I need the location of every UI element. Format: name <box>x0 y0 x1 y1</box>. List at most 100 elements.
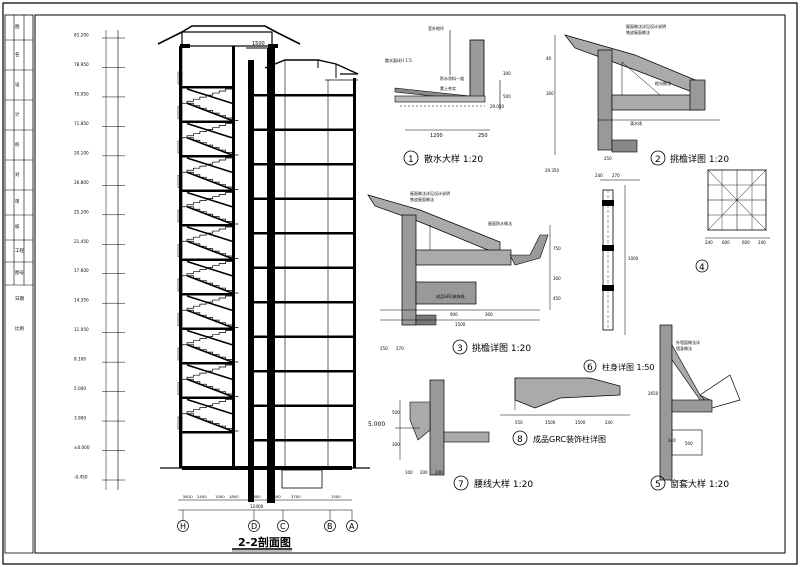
axis-label: A <box>349 522 355 531</box>
roof-dim-label: 1500 <box>252 41 265 47</box>
floor-slab <box>182 362 232 365</box>
svg-text:300: 300 <box>503 71 511 76</box>
svg-text:240: 240 <box>435 470 443 475</box>
titleblock-label: 校 <box>15 141 20 148</box>
stair-flight <box>180 364 232 380</box>
detail-5-title: 窗套大样 1:20 <box>670 478 729 490</box>
left-outer-wall <box>179 46 182 468</box>
detail-5-window-surround: 外墙面做法详 墙身做法 240 500 2650 5 窗套大样 1:20 <box>648 324 741 491</box>
svg-text:1500: 1500 <box>575 420 586 425</box>
elevation-label: 26.800 <box>74 180 89 185</box>
svg-text:600: 600 <box>722 240 730 245</box>
titleblock-label: 日期 <box>15 296 24 302</box>
detail-7-title: 腰线大样 1:20 <box>474 478 533 490</box>
floor-slabs <box>177 71 353 442</box>
elevation-label: 25.200 <box>74 209 89 214</box>
svg-text:500: 500 <box>392 410 400 415</box>
svg-text:40: 40 <box>546 56 552 61</box>
svg-text:防水涂料一道: 防水涂料一道 <box>440 75 464 81</box>
titleblock-label: 图号 <box>15 270 24 276</box>
svg-text:1000: 1000 <box>628 256 639 261</box>
drawing-frame <box>34 14 786 554</box>
floor-slab <box>254 266 353 269</box>
svg-text:散水面(砂) 1:5: 散水面(砂) 1:5 <box>385 57 412 63</box>
svg-text:屋面做法详见设计说明: 屋面做法详见设计说明 <box>410 190 450 196</box>
svg-text:300: 300 <box>392 442 400 447</box>
detail-8-title: 成品GRC装饰柱详图 <box>533 434 606 444</box>
elevation-label: 20.100 <box>74 150 89 155</box>
elevation-label: 81.200 <box>74 33 89 38</box>
floor-slab <box>182 224 232 227</box>
detail-6-title: 柱身详图 1:50 <box>602 362 655 372</box>
stair-flight <box>180 123 232 139</box>
svg-text:铁皮屋面做法: 铁皮屋面做法 <box>626 29 650 35</box>
elevation-label: 75.050 <box>74 91 89 96</box>
svg-text:250: 250 <box>604 156 612 161</box>
svg-text:外墙面做法详: 外墙面做法详 <box>676 339 700 345</box>
elevation-label: 14.350 <box>74 298 89 303</box>
elevation-label: 78.950 <box>74 62 89 67</box>
titleblock-label: 比例 <box>15 325 24 332</box>
svg-text:300: 300 <box>546 91 554 96</box>
svg-text:2650: 2650 <box>648 391 659 396</box>
axis-label: B <box>327 522 333 531</box>
svg-text:270: 270 <box>396 346 404 351</box>
floor-slab <box>182 431 232 434</box>
stair-flight <box>187 413 239 432</box>
floor-slab <box>182 396 232 399</box>
floor-slab <box>254 232 353 235</box>
detail-6-column: 240 270 1000 6 柱身详图 1:50 <box>583 173 655 373</box>
roof-peak: 1500 <box>157 25 301 49</box>
axis-label: C <box>280 522 286 531</box>
axis-bubble <box>346 520 358 532</box>
detail-7-number: 7 <box>458 480 464 490</box>
floor-slab <box>182 327 232 330</box>
axis-bubble <box>324 520 336 532</box>
svg-text:铁皮屋面做法: 铁皮屋面做法 <box>410 196 434 202</box>
axis-bubble <box>177 520 189 532</box>
svg-text:5.000: 5.000 <box>368 421 385 428</box>
svg-text:滴水线: 滴水线 <box>630 120 642 126</box>
svg-text:200: 200 <box>420 470 428 475</box>
svg-text:270: 270 <box>612 173 620 178</box>
svg-text:室外地坪: 室外地坪 <box>428 25 444 31</box>
stair-flight <box>187 240 239 259</box>
svg-text:成品GRC装饰线: 成品GRC装饰线 <box>436 293 464 299</box>
elevation-label: 5.000 <box>74 386 86 391</box>
dimension-label: 1800 <box>271 494 281 499</box>
stair-flight <box>180 399 232 415</box>
svg-text:300: 300 <box>553 276 561 281</box>
detail-7-belt-course: 5.000 500 300 100 200 240 7 腰线大样 1:20 <box>368 379 533 491</box>
dimension-label: 1500 <box>215 494 225 499</box>
detail-8-grc-column: 550 1500 1500 240 8 成品GRC装饰柱详图 <box>500 377 630 446</box>
svg-text:240: 240 <box>595 173 603 178</box>
dimension-label: 3800 <box>251 494 261 499</box>
axis-bubble <box>277 520 289 532</box>
svg-text:素土夯实: 素土夯实 <box>440 85 456 91</box>
detail-8-number: 8 <box>517 435 523 445</box>
floor-slab <box>254 301 353 304</box>
dimension-label: 5610 <box>183 494 193 499</box>
svg-text:500: 500 <box>503 94 511 99</box>
stair-core-wall <box>232 46 235 468</box>
detail-3-eave: 屋面做法详见设计说明 铁皮屋面做法 屋面防水做法 成品GRC装饰线 900 30… <box>367 190 561 355</box>
stair-flight <box>187 171 239 190</box>
elevation-label: 17.600 <box>74 268 89 273</box>
floor-slab <box>254 94 353 97</box>
svg-text:300: 300 <box>485 312 493 317</box>
svg-text:550: 550 <box>515 420 523 425</box>
svg-text:屋面做法详见设计说明: 屋面做法详见设计说明 <box>626 23 666 29</box>
detail-3-number: 3 <box>457 344 463 354</box>
section-2-2: 81.20078.95075.05071.85020.10026.80025.2… <box>74 25 370 552</box>
floor-slab <box>254 370 353 373</box>
elevation-label: 11.050 <box>74 327 89 332</box>
stair-flight <box>180 88 232 104</box>
floor-slab <box>182 155 232 158</box>
stair-flight <box>187 102 239 121</box>
elevation-label: 21.450 <box>74 239 89 244</box>
svg-text:250: 250 <box>478 133 488 139</box>
